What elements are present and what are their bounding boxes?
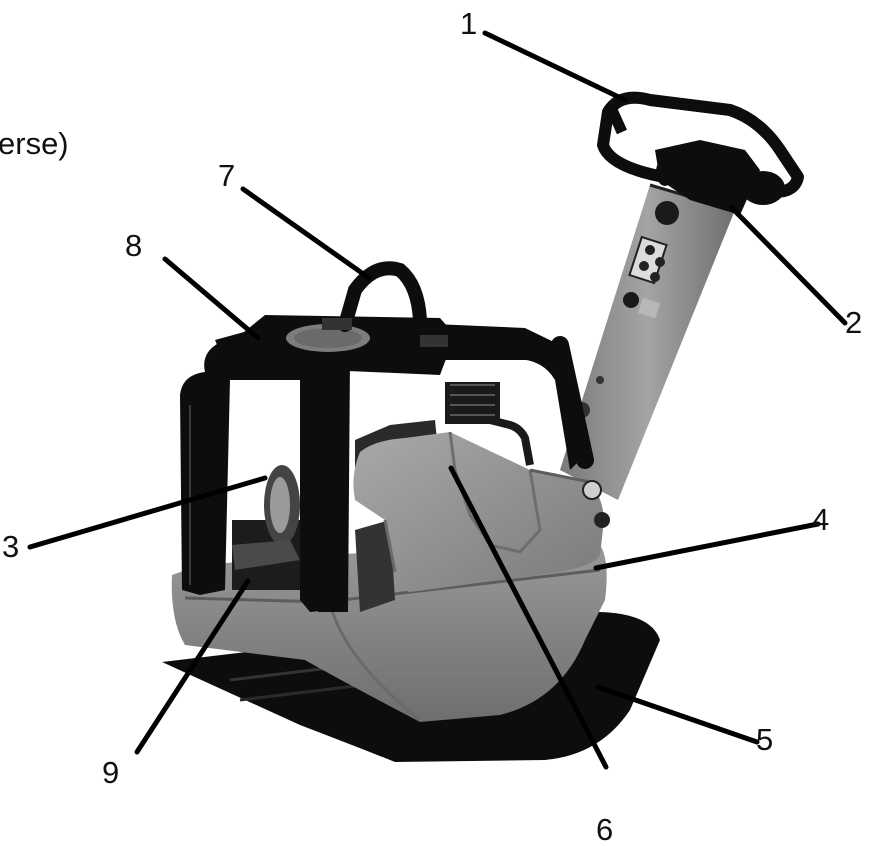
callout-1: 1 [460, 6, 477, 41]
callout-9: 9 [102, 755, 119, 790]
callout-3: 3 [2, 529, 19, 564]
handle-head [655, 140, 760, 215]
leader-3 [27, 475, 268, 550]
leader-2 [729, 205, 848, 326]
callout-2: 2 [845, 305, 862, 340]
leader-5 [595, 684, 760, 745]
engine-hood [353, 432, 604, 592]
lifting-handle [338, 261, 435, 349]
leader-8 [162, 256, 261, 341]
leader-9 [134, 578, 251, 755]
callout-labels: 1 2 3 4 5 6 7 8 9 [2, 6, 862, 846]
callout-7: 7 [218, 158, 235, 193]
leader-4 [593, 521, 821, 571]
callout-8: 8 [125, 228, 142, 263]
partial-caption: erse) [0, 126, 69, 161]
callout-4: 4 [812, 502, 829, 537]
handle-loop [597, 91, 804, 198]
leader-6 [448, 465, 609, 770]
compactor-machine [162, 91, 804, 762]
leader-lines [27, 30, 848, 770]
leader-1 [482, 30, 628, 103]
leader-7 [240, 186, 372, 281]
callout-6: 6 [596, 812, 613, 846]
callout-5: 5 [756, 722, 773, 757]
